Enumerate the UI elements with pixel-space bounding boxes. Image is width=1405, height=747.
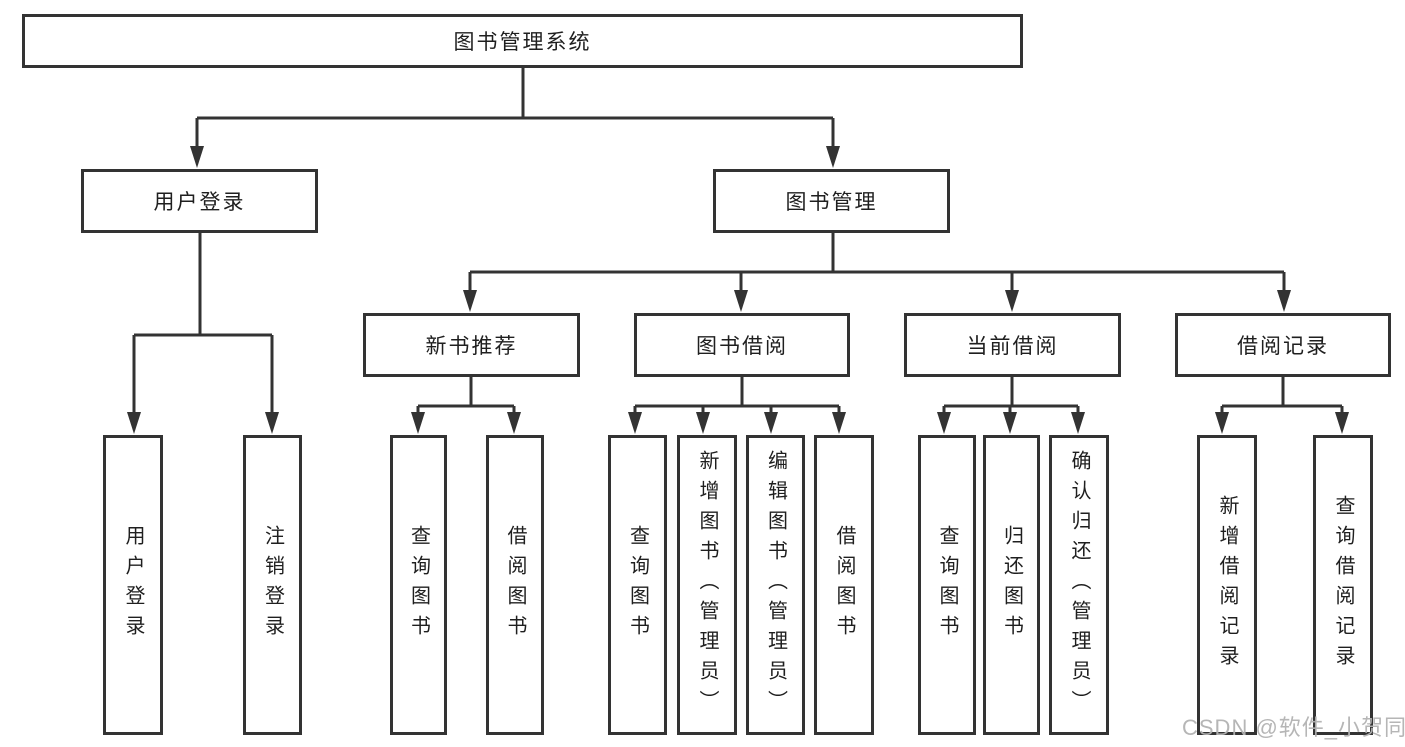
csdn-watermark: CSDN @软件_小贺同学	[1182, 715, 1405, 740]
leaf-logout: 注销登录	[243, 435, 302, 735]
node-current-borrowing-label: 当前借阅	[966, 335, 1059, 358]
leaf-return-book-label: 归还图书	[1000, 525, 1023, 645]
node-user-login-label: 用户登录	[153, 191, 246, 214]
leaf-query-books-borrowing-label: 查询图书	[626, 525, 649, 645]
node-book-borrowing-label: 图书借阅	[696, 335, 788, 358]
leaf-edit-book-admin: 编辑图书（管理员）	[746, 435, 805, 735]
leaf-confirm-return-admin: 确认归还（管理员）	[1049, 435, 1109, 735]
node-current-borrowing: 当前借阅	[904, 313, 1121, 377]
leaf-query-books-current-label: 查询图书	[936, 525, 958, 645]
leaf-return-book: 归还图书	[983, 435, 1040, 735]
leaf-query-books-recommend-label: 查询图书	[407, 525, 430, 645]
leaf-add-borrow-record: 新增借阅记录	[1197, 435, 1257, 735]
leaf-query-borrow-record-label: 查询借阅记录	[1332, 495, 1354, 675]
node-borrow-records: 借阅记录	[1175, 313, 1391, 377]
leaf-query-borrow-record: 查询借阅记录	[1313, 435, 1373, 735]
leaf-borrow-books-recommend: 借阅图书	[486, 435, 544, 735]
node-new-book-recommend-label: 新书推荐	[425, 335, 518, 358]
leaf-query-books-borrowing: 查询图书	[608, 435, 667, 735]
leaf-add-borrow-record-label: 新增借阅记录	[1216, 495, 1238, 675]
leaf-add-book-admin-label: 新增图书（管理员）	[696, 450, 718, 720]
leaf-logout-label: 注销登录	[261, 525, 284, 645]
leaf-confirm-return-admin-label: 确认归还（管理员）	[1068, 450, 1090, 720]
node-book-management: 图书管理	[713, 169, 950, 233]
node-root-system-label: 图书管理系统	[453, 31, 592, 54]
node-borrow-records-label: 借阅记录	[1237, 335, 1329, 358]
leaf-query-books-recommend: 查询图书	[390, 435, 447, 735]
leaf-borrow-books-borrowing-label: 借阅图书	[833, 525, 855, 645]
node-book-management-label: 图书管理	[785, 191, 878, 214]
node-root-system: 图书管理系统	[22, 14, 1023, 68]
leaf-user-login-label: 用户登录	[122, 525, 144, 645]
leaf-user-login: 用户登录	[103, 435, 163, 735]
node-book-borrowing: 图书借阅	[634, 313, 850, 377]
leaf-borrow-books-recommend-label: 借阅图书	[504, 525, 526, 645]
leaf-add-book-admin: 新增图书（管理员）	[677, 435, 737, 735]
leaf-edit-book-admin-label: 编辑图书（管理员）	[764, 450, 787, 720]
leaf-borrow-books-borrowing: 借阅图书	[814, 435, 874, 735]
node-user-login: 用户登录	[81, 169, 318, 233]
node-new-book-recommend: 新书推荐	[363, 313, 580, 377]
leaf-query-books-current: 查询图书	[918, 435, 976, 735]
